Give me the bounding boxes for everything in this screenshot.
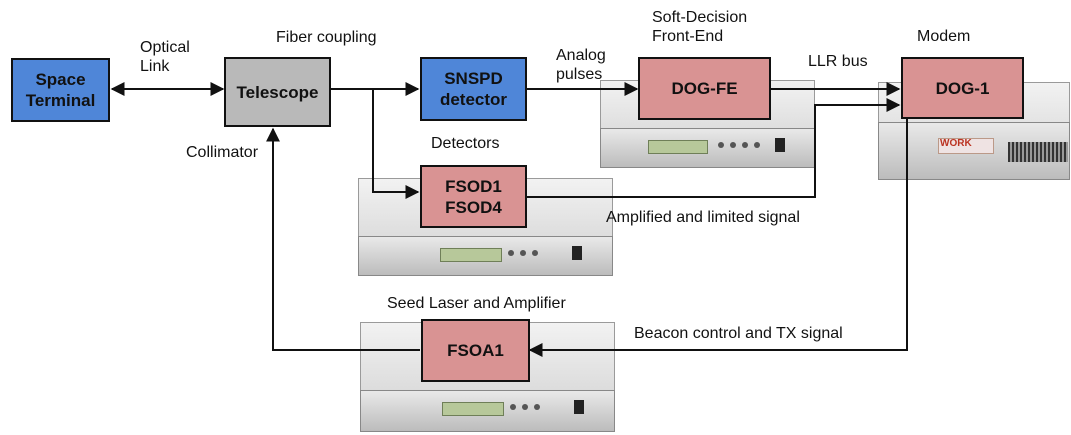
dog-fe-block: DOG-FE: [638, 57, 771, 120]
telescope-block: Telescope: [224, 57, 331, 127]
optical-link-label: Optical Link: [140, 39, 190, 75]
fiber-coupling-label: Fiber coupling: [276, 29, 377, 46]
collimator-label: Collimator: [186, 144, 259, 161]
fsod-block: FSOD1 FSOD4: [420, 165, 527, 228]
llr-bus-label: LLR bus: [808, 53, 868, 70]
detectors-label: Detectors: [431, 135, 500, 152]
analog-pulses-label: Analog pulses: [556, 47, 606, 83]
telescope-to-fsod: [372, 89, 420, 199]
snspd-detector-block: SNSPD detector: [420, 57, 527, 121]
beacon-control-label: Beacon control and TX signal: [634, 325, 843, 342]
modem-label: Modem: [917, 28, 971, 45]
dog-1-to-fsoa1: [528, 119, 908, 357]
space-terminal-block: Space Terminal: [11, 58, 110, 122]
amplified-signal-label: Amplified and limited signal: [606, 209, 800, 226]
fsoa1-block: FSOA1: [421, 319, 530, 382]
fsod-to-dog-1: [526, 98, 901, 198]
dog-1-block: DOG-1: [901, 57, 1024, 119]
seed-laser-label: Seed Laser and Amplifier: [387, 295, 566, 312]
soft-decision-label: Soft-Decision Front-End: [652, 9, 748, 45]
dog-1-rack-brand: WORK: [940, 138, 972, 149]
fsoa1-to-telescope: [266, 127, 420, 351]
